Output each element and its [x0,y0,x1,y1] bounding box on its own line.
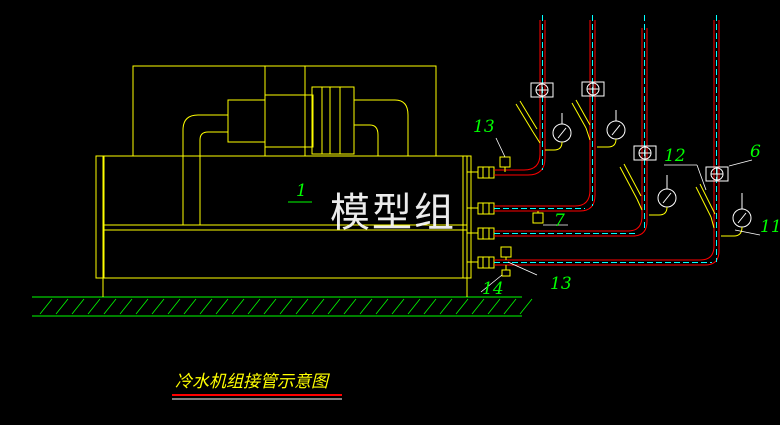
label-valve-7: 7 [554,211,565,231]
drain-valve [501,269,511,277]
ground-hatch-line [199,298,213,315]
thermometer-icon [571,99,591,141]
ground-hatch-line [471,298,485,315]
thermometer-icon [619,163,643,211]
valve-icon [530,82,554,98]
ground-hatch-line [423,298,437,315]
ground-hatch-line [391,298,405,315]
ground-hatch-line [87,298,101,315]
ground-hatch-line [71,298,85,315]
ground-hatch-line [343,298,357,315]
ground-hatch-line [311,298,325,315]
ground-hatch-line [135,298,149,315]
ground-hatch-line [439,298,453,315]
ground-hatch-line [151,298,165,315]
label-gauge-top: 13 [473,117,495,137]
ground-hatch-line [247,298,261,315]
ground-hatch-line [119,298,133,315]
pipe-run-1 [494,15,546,176]
gauge-box-bottom [500,246,512,258]
pipe-run-3 [494,15,648,237]
chiller-unit [95,65,478,297]
ground-hatch-line [487,298,501,315]
pipe-run-4 [494,15,720,266]
ground-hatch-line [279,298,293,315]
ground-hatch-line [103,298,117,315]
leader-lines [480,137,761,293]
pressure-gauge-icon [545,113,572,151]
valve-box-7 [532,212,544,224]
watermark-text: 模型组 [330,190,456,236]
gauge-box-top [499,156,511,168]
pipe-run-2 [494,15,596,212]
valve-icon [581,81,605,97]
ground-hatch-line [263,298,277,315]
nozzle-flanges [477,166,495,269]
compressor-housing [132,65,437,157]
ground-hatch-line [295,298,309,315]
ground-hatch-line [503,298,517,315]
label-pressure: 11 [760,217,780,237]
pressure-gauge-icon [649,175,677,216]
ground-hatch-line [407,298,421,315]
label-gauge-bottom: 13 [550,274,572,294]
label-unit: 1 [296,181,307,201]
pressure-gauge-icon [721,193,752,237]
ground-hatch-line [183,298,197,315]
drawing-title: 冷水机组接管示意图 [175,372,330,392]
thermometer-icon [695,183,716,229]
ground-hatch-line [375,298,389,315]
ground-hatch-line [215,298,229,315]
ground-hatch-line [519,298,533,315]
thermometer-icons [515,99,716,229]
pressure-gauges [545,110,752,237]
valve-icons [530,81,729,182]
ground-hatch-line [55,298,69,315]
valve-icon [633,145,657,161]
ground-base [32,296,533,317]
pressure-gauge-icon [597,110,626,148]
label-drain: 14 [482,279,504,299]
thermometer-icon [515,100,541,144]
ground-hatch-line [39,298,53,315]
ground-hatch-line [327,298,341,315]
label-flow-switch: 6 [750,142,761,162]
ground-hatch-line [455,298,469,315]
ground-hatch-line [231,298,245,315]
label-thermometer: 12 [664,146,686,166]
valve-icon [705,166,729,182]
evaporator-shell [102,155,468,279]
ground-hatch-line [359,298,373,315]
ground-hatch-line [167,298,181,315]
